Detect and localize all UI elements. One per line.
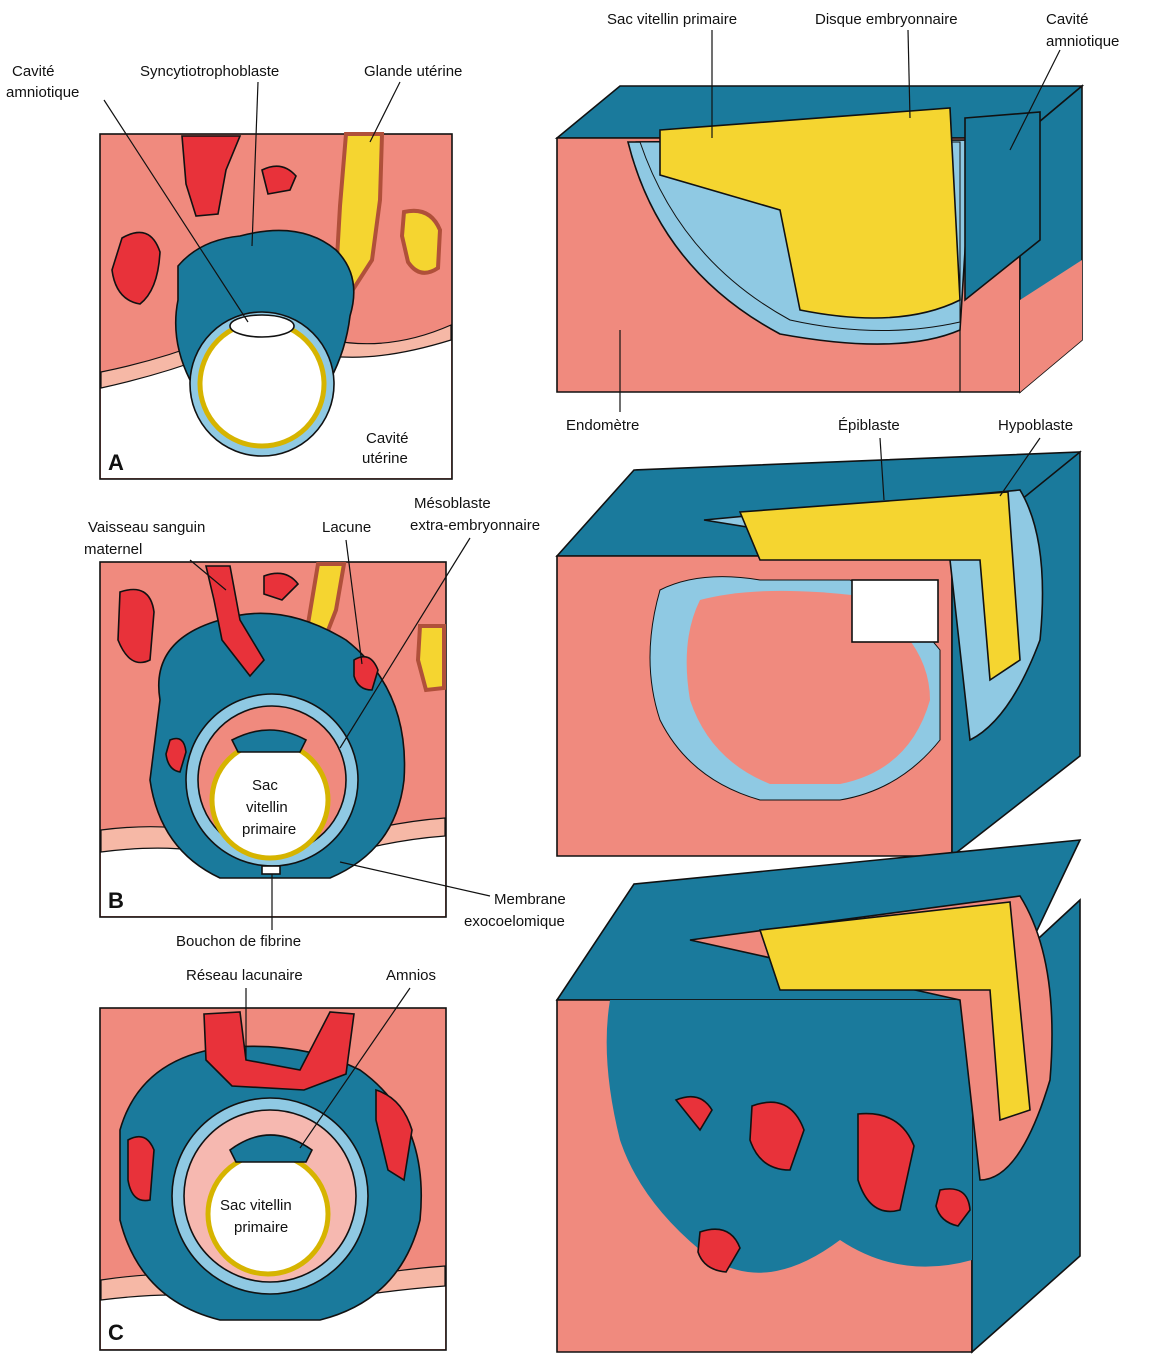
label-epiblast: Épiblaste [838, 417, 900, 434]
panel-b-label-yolk-sac: primaire [242, 821, 296, 838]
panel-b-letter: B [108, 888, 124, 913]
panel-b-fibrin-plug [262, 866, 280, 874]
panel-a-amniotic-cavity [230, 315, 294, 337]
label-uterine-gland: Glande utérine [364, 63, 462, 80]
panel-c: C Sac vitellin primaire [100, 1008, 446, 1350]
panel-c-yolk-sac [208, 1154, 328, 1274]
label-extraembryonic-mesoblast: extra-embryonnaire [410, 517, 540, 534]
label-extraembryonic-mesoblast: Mésoblaste [414, 495, 491, 512]
label-amniotic-cavity: amniotique [6, 84, 79, 101]
block-1 [557, 86, 1082, 392]
panel-b-uterine-gland [418, 626, 444, 690]
label-hypoblast: Hypoblaste [998, 417, 1073, 434]
label-lacunar-network: Réseau lacunaire [186, 967, 303, 984]
panel-b-label-yolk-sac: Sac [252, 777, 278, 794]
panel-a-letter: A [108, 450, 124, 475]
label-fibrin-plug: Bouchon de fibrine [176, 933, 301, 950]
block-3 [557, 840, 1080, 1352]
label-amniotic-cavity-block: Cavité [1046, 11, 1089, 28]
label-lacuna: Lacune [322, 519, 371, 536]
panel-a-label-uterine-cavity: Cavité [366, 430, 409, 447]
label-embryonic-disc: Disque embryonnaire [815, 11, 958, 28]
block-2 [557, 452, 1080, 856]
label-syncytiotrophoblast: Syncytiotrophoblaste [140, 63, 279, 80]
panel-c-label-yolk-sac: primaire [234, 1219, 288, 1236]
panel-c-letter: C [108, 1320, 124, 1345]
block-2-white-space [852, 580, 938, 642]
panel-a-label-uterine-cavity: utérine [362, 450, 408, 467]
panel-b-label-yolk-sac: vitellin [246, 799, 288, 816]
panel-a-yolk-sac [200, 322, 324, 446]
panel-a-uterine-gland [402, 211, 440, 273]
panel-c-lacunar-network [128, 1137, 154, 1201]
label-amniotic-cavity: Cavité [12, 63, 55, 80]
leader-line [370, 82, 400, 142]
label-exocoelomic-membrane: exocoelomique [464, 913, 565, 930]
label-endometrium: Endomètre [566, 417, 639, 434]
label-primary-yolk-sac: Sac vitellin primaire [607, 11, 737, 28]
label-maternal-blood-vessel: maternel [84, 541, 142, 558]
panel-a: A Cavité utérine [100, 134, 452, 479]
panel-b-blood-vessel [118, 590, 154, 663]
label-amniotic-cavity-block: amniotique [1046, 33, 1119, 50]
panel-c-label-yolk-sac: Sac vitellin [220, 1197, 292, 1214]
panel-b: B Sac vitellin primaire [100, 562, 446, 917]
panel-a-blood-vessel [262, 166, 296, 194]
label-exocoelomic-membrane: Membrane [494, 891, 566, 908]
label-maternal-blood-vessel: Vaisseau sanguin [88, 519, 205, 536]
label-amnion: Amnios [386, 967, 436, 984]
